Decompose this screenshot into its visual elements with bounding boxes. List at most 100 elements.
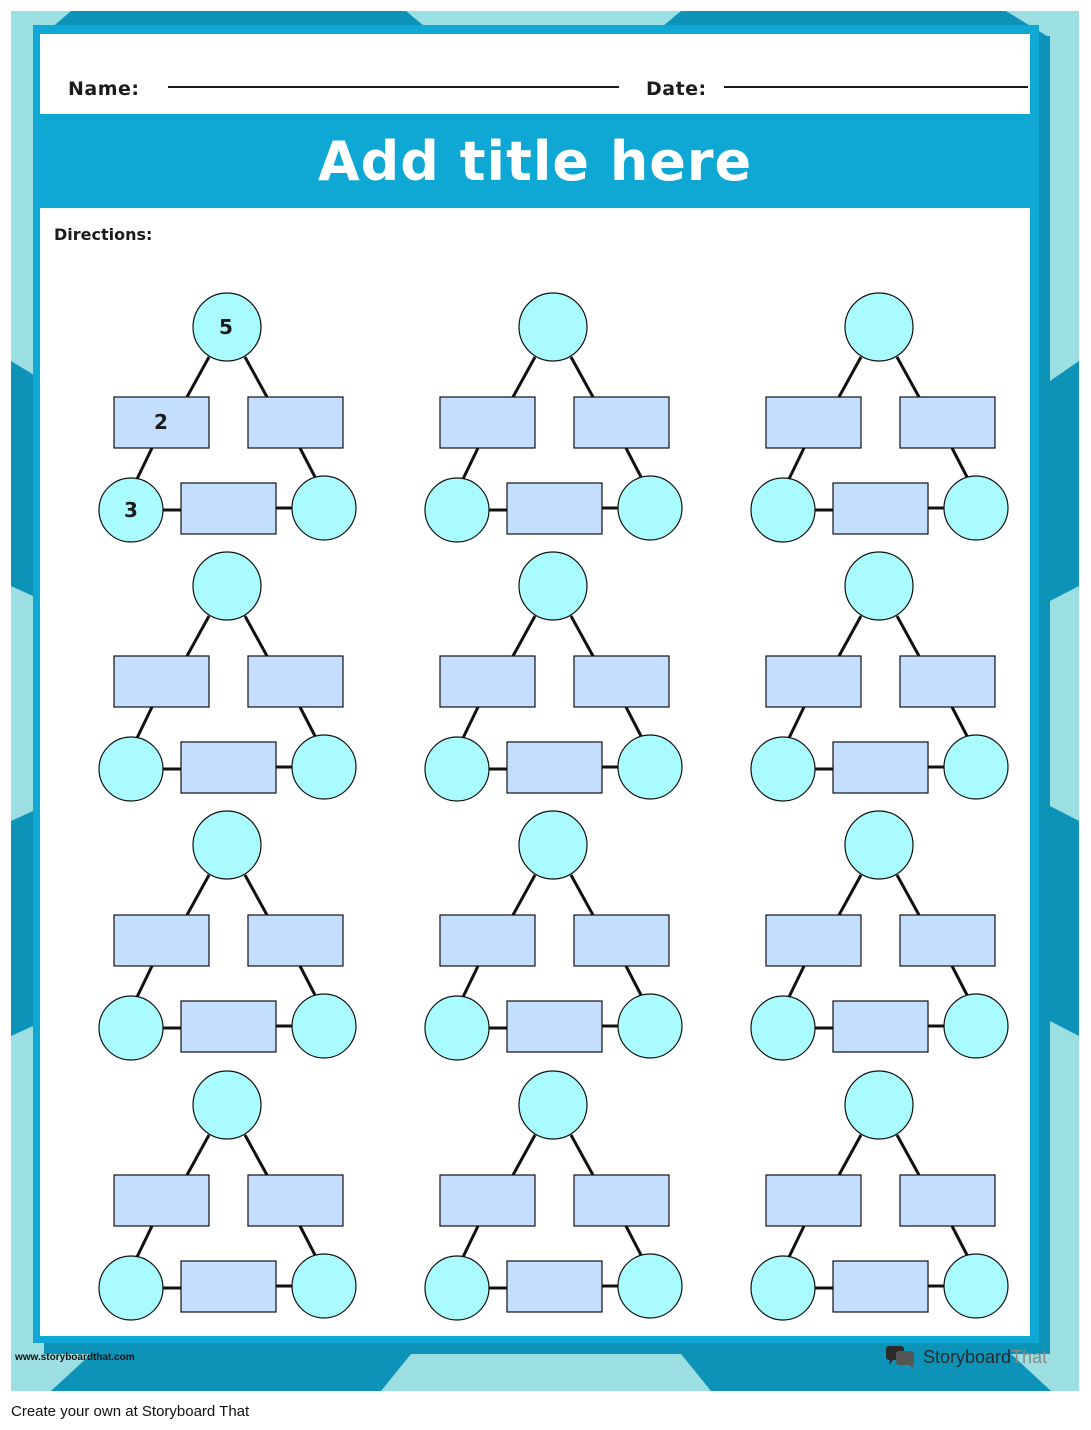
bond-left-box[interactable]: [439, 1174, 536, 1227]
bond-right-box[interactable]: [573, 655, 670, 708]
bond-bottom-right-circle[interactable]: [943, 1253, 1009, 1319]
connector-line: [787, 1225, 806, 1258]
bond-bottom-left-circle[interactable]: [98, 995, 164, 1061]
bond-bottom-left-value: 3: [124, 498, 138, 522]
bond-left-box[interactable]: [765, 396, 862, 449]
connector-line: [243, 356, 269, 398]
bond-bottom-left-circle[interactable]: [750, 477, 816, 543]
bond-bottom-right-circle[interactable]: [943, 475, 1009, 541]
bond-bottom-right-circle[interactable]: [617, 475, 683, 541]
connector-line: [135, 706, 154, 739]
bond-right-box[interactable]: [247, 914, 344, 967]
bond-bottom-box[interactable]: [506, 482, 603, 535]
page-title[interactable]: Add title here: [317, 129, 753, 193]
bond-top-circle[interactable]: [192, 551, 262, 621]
bond-left-box[interactable]: [765, 1174, 862, 1227]
connector-line: [243, 874, 269, 916]
bond-bottom-right-circle[interactable]: [291, 475, 357, 541]
bond-left-box[interactable]: [439, 655, 536, 708]
bond-bottom-left-circle[interactable]: [424, 995, 490, 1061]
bond-bottom-box[interactable]: [180, 1000, 277, 1053]
bond-bottom-box[interactable]: [832, 482, 929, 535]
bond-bottom-left-circle[interactable]: [424, 736, 490, 802]
name-label: Name:: [68, 78, 140, 100]
bond-left-box[interactable]: [765, 914, 862, 967]
bond-bottom-box[interactable]: [180, 1260, 277, 1313]
connector-line: [135, 965, 154, 998]
bond-bottom-box[interactable]: [506, 1000, 603, 1053]
connector-line: [298, 1225, 317, 1256]
bond-bottom-left-circle[interactable]: [750, 1255, 816, 1321]
bond-bottom-left-circle[interactable]: [424, 477, 490, 543]
bond-bottom-box[interactable]: [832, 741, 929, 794]
bond-top-circle[interactable]: [844, 810, 914, 880]
bond-right-box[interactable]: [573, 396, 670, 449]
connector-line: [185, 615, 211, 657]
bond-left-box[interactable]: [113, 655, 210, 708]
connector-line: [569, 615, 595, 657]
bond-left-box[interactable]: [439, 396, 536, 449]
bond-bottom-right-circle[interactable]: [291, 993, 357, 1059]
bond-bottom-left-circle[interactable]: [750, 736, 816, 802]
bond-bottom-left-circle[interactable]: [750, 995, 816, 1061]
bond-bottom-right-circle[interactable]: [617, 1253, 683, 1319]
connector-line: [461, 1225, 480, 1258]
bond-bottom-right-circle[interactable]: [943, 993, 1009, 1059]
bond-bottom-box[interactable]: [506, 1260, 603, 1313]
bond-bottom-box[interactable]: [180, 741, 277, 794]
bond-bottom-left-circle[interactable]: [424, 1255, 490, 1321]
bond-left-box[interactable]: [765, 655, 862, 708]
bond-top-circle[interactable]: [518, 551, 588, 621]
bond-top-circle[interactable]: [844, 292, 914, 362]
connector-line: [135, 447, 154, 480]
connector-line: [298, 447, 317, 478]
bond-top-circle[interactable]: [518, 292, 588, 362]
bond-bottom-right-circle[interactable]: [617, 993, 683, 1059]
bond-right-box[interactable]: [899, 914, 996, 967]
bond-bottom-right-circle[interactable]: [291, 734, 357, 800]
bond-right-box[interactable]: [899, 1174, 996, 1227]
bond-right-box[interactable]: [899, 396, 996, 449]
bond-right-box[interactable]: [247, 396, 344, 449]
bond-bottom-left-circle[interactable]: [98, 736, 164, 802]
bond-bottom-left-circle[interactable]: [98, 1255, 164, 1321]
connector-line: [569, 1134, 595, 1176]
connector-line: [787, 706, 806, 739]
bond-top-circle[interactable]: [192, 1070, 262, 1140]
bond-top-circle[interactable]: [844, 551, 914, 621]
bond-top-circle[interactable]: [192, 292, 262, 362]
connector-line: [511, 1134, 537, 1176]
connector-line: [569, 356, 595, 398]
bond-left-box[interactable]: [113, 914, 210, 967]
bond-bottom-box[interactable]: [832, 1000, 929, 1053]
bond-right-box[interactable]: [247, 1174, 344, 1227]
bond-bottom-box[interactable]: [180, 482, 277, 535]
bond-bottom-right-circle[interactable]: [617, 734, 683, 800]
connector-line: [787, 447, 806, 480]
bond-right-box[interactable]: [899, 655, 996, 708]
bond-top-circle[interactable]: [518, 810, 588, 880]
bond-left-box[interactable]: [113, 396, 210, 449]
bond-top-circle[interactable]: [192, 810, 262, 880]
connector-line: [837, 874, 863, 916]
connector-line: [135, 1225, 154, 1258]
bond-top-circle[interactable]: [518, 1070, 588, 1140]
bond-right-box[interactable]: [573, 1174, 670, 1227]
bond-left-box[interactable]: [439, 914, 536, 967]
connector-line: [895, 1134, 921, 1176]
bond-bottom-left-circle[interactable]: [98, 477, 164, 543]
bond-bottom-right-circle[interactable]: [291, 1253, 357, 1319]
bond-left-box[interactable]: [113, 1174, 210, 1227]
bond-right-box[interactable]: [247, 655, 344, 708]
name-line[interactable]: [168, 86, 619, 88]
date-line[interactable]: [724, 86, 1028, 88]
bond-bottom-box[interactable]: [832, 1260, 929, 1313]
connector-line: [298, 965, 317, 996]
bond-bottom-box[interactable]: [506, 741, 603, 794]
bond-top-circle[interactable]: [844, 1070, 914, 1140]
connector-line: [837, 356, 863, 398]
connector-line: [837, 615, 863, 657]
bond-right-box[interactable]: [573, 914, 670, 967]
bond-bottom-right-circle[interactable]: [943, 734, 1009, 800]
connector-line: [624, 1225, 643, 1256]
